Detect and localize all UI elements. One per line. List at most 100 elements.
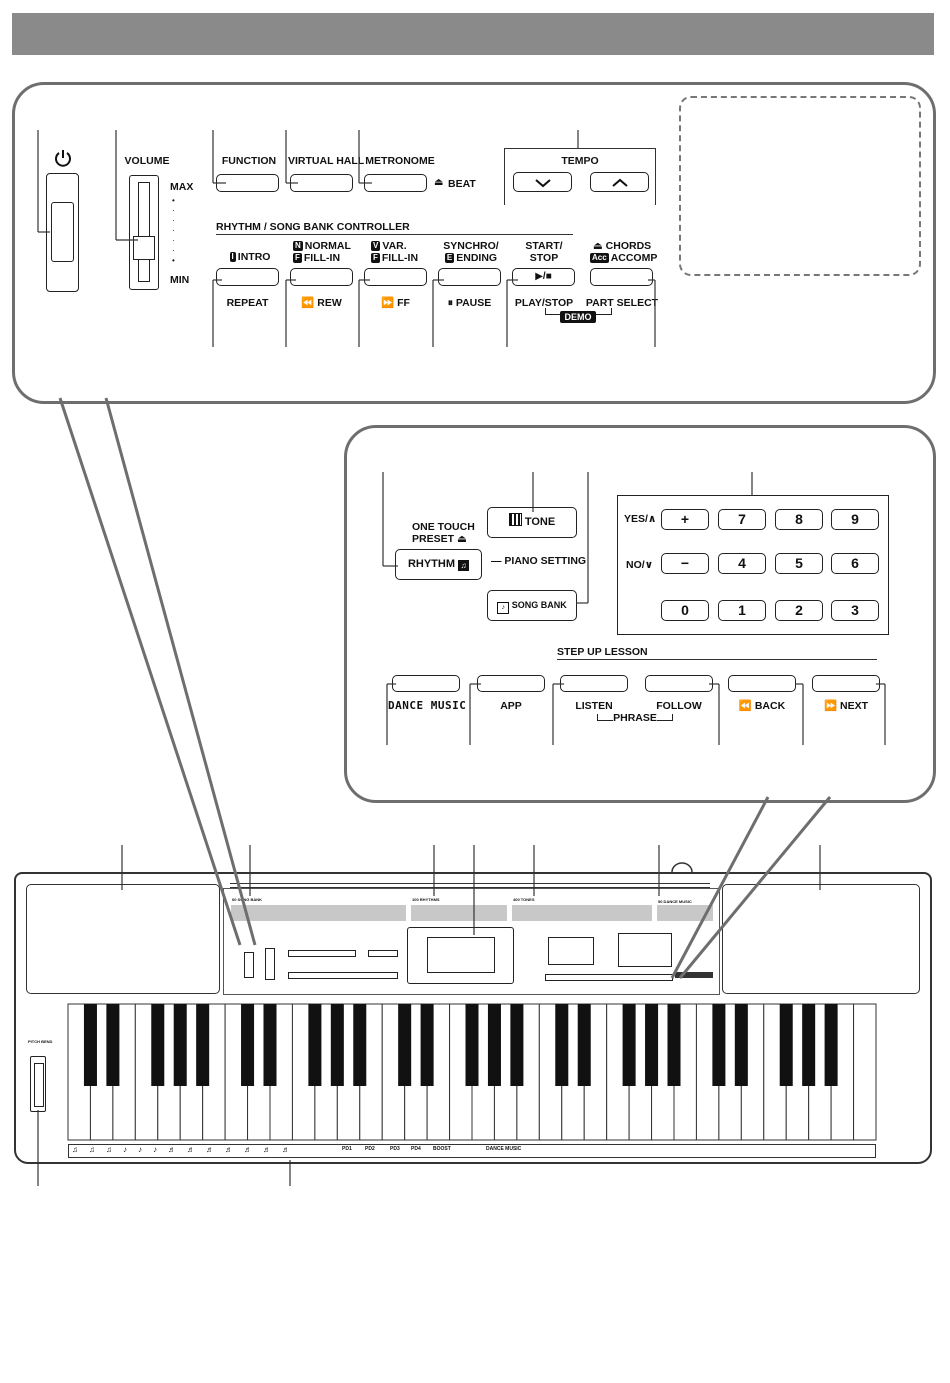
black-key[interactable] — [510, 1004, 524, 1086]
bottom-pd4: PD4 — [411, 1146, 421, 1152]
var-fillin-button[interactable] — [364, 268, 427, 286]
black-key[interactable] — [487, 1004, 501, 1086]
app-label: APP — [500, 700, 522, 712]
black-key[interactable] — [779, 1004, 793, 1086]
keypad-5[interactable]: 5 — [775, 553, 823, 574]
keypad-minus[interactable]: − — [661, 553, 709, 574]
mini-tempo — [368, 950, 398, 957]
black-key[interactable] — [555, 1004, 569, 1086]
song-bank-button[interactable]: ♪ SONG BANK — [487, 590, 577, 621]
keypad-9[interactable]: 9 — [831, 509, 879, 530]
rhythm-button[interactable]: RHYTHM ♫ — [395, 549, 482, 580]
part-select-label: PART SELECT — [585, 297, 659, 309]
black-key[interactable] — [824, 1004, 838, 1086]
black-key[interactable] — [802, 1004, 816, 1086]
ff-text: FF — [397, 297, 410, 309]
accomp-text: ACCOMP — [610, 252, 658, 264]
black-key[interactable] — [465, 1004, 479, 1086]
keypad-4[interactable]: 4 — [718, 553, 766, 574]
black-key[interactable] — [241, 1004, 255, 1086]
metronome-label: METRONOME — [365, 155, 435, 167]
white-key[interactable] — [853, 1003, 877, 1141]
chevron-up-icon — [612, 178, 628, 187]
volume-min-label: MIN — [170, 274, 190, 286]
next-text: NEXT — [839, 700, 868, 712]
dance-strip-label: 50 DANCE MUSIC — [658, 899, 692, 904]
black-key[interactable] — [83, 1004, 97, 1086]
keypad-plus[interactable]: + — [661, 509, 709, 530]
acc-badge: Acc — [590, 253, 609, 263]
black-key[interactable] — [667, 1004, 681, 1086]
follow-label: FOLLOW — [656, 700, 702, 712]
black-key[interactable] — [622, 1004, 636, 1086]
preset-label: PRESET ⏏ — [412, 533, 467, 545]
black-key[interactable] — [734, 1004, 748, 1086]
black-key[interactable] — [398, 1004, 412, 1086]
pause-text: PAUSE — [455, 297, 492, 309]
volume-slider[interactable] — [129, 175, 159, 290]
keypad-2[interactable]: 2 — [775, 600, 823, 621]
var-text: VAR. — [382, 240, 407, 252]
next-label: ⏩ NEXT — [812, 700, 880, 712]
bottom-boost: BOOST — [433, 1146, 451, 1152]
keypad-0[interactable]: 0 — [661, 600, 709, 621]
yes-label: YES/∧ — [624, 513, 657, 525]
synchro-ending-button[interactable] — [438, 268, 501, 286]
accomp-button[interactable] — [590, 268, 653, 286]
black-key[interactable] — [330, 1004, 344, 1086]
dashed-note-box — [679, 96, 921, 276]
keypad-6[interactable]: 6 — [831, 553, 879, 574]
start-stop-button[interactable]: ▶/■ — [512, 268, 575, 286]
fill-badge-2: F — [371, 253, 380, 263]
play-stop-label: PLAY/STOP — [514, 297, 574, 309]
black-key[interactable] — [308, 1004, 322, 1086]
stop-text: STOP — [529, 252, 559, 264]
tempo-down-button[interactable] — [513, 172, 572, 192]
controller-title: RHYTHM / SONG BANK CONTROLLER — [216, 221, 410, 233]
speaker-right — [722, 884, 920, 994]
piano-setting-text: PIANO SETTING — [504, 555, 587, 567]
keypad-8[interactable]: 8 — [775, 509, 823, 530]
dance-music-label: DANCE MUSIC — [388, 699, 467, 712]
black-key[interactable] — [420, 1004, 434, 1086]
normal-fillin-button[interactable] — [290, 268, 353, 286]
play-stop-symbol: ▶/■ — [535, 271, 552, 282]
bottom-pd2: PD2 — [365, 1146, 375, 1152]
black-key[interactable] — [106, 1004, 120, 1086]
keypad-1[interactable]: 1 — [718, 600, 766, 621]
black-key[interactable] — [712, 1004, 726, 1086]
keyboard-body — [14, 872, 932, 1164]
tone-text: TONE — [524, 516, 556, 528]
back-label: ⏪ BACK — [728, 700, 796, 712]
chords-hold-icon: ⏏ — [592, 240, 603, 252]
black-key[interactable] — [196, 1004, 210, 1086]
black-key[interactable] — [353, 1004, 367, 1086]
mini-power — [244, 952, 254, 978]
volume-scale-dots: •·····• — [172, 196, 175, 265]
black-key[interactable] — [263, 1004, 277, 1086]
mini-keypad — [618, 933, 672, 967]
black-key[interactable] — [173, 1004, 187, 1086]
tone-button[interactable]: TONE — [487, 507, 577, 538]
black-key[interactable] — [645, 1004, 659, 1086]
ending-badge: E — [444, 253, 455, 263]
keypad-7[interactable]: 7 — [718, 509, 766, 530]
bottom-icons: ♫♫♫♪♪♪♬♬♬♬♬♬♬ — [72, 1145, 301, 1154]
pitch-bend-wheel[interactable] — [30, 1056, 46, 1112]
power-switch[interactable] — [46, 173, 79, 292]
header-bar — [12, 13, 934, 55]
intro-button[interactable] — [216, 268, 279, 286]
black-key[interactable] — [151, 1004, 165, 1086]
tempo-up-button[interactable] — [590, 172, 649, 192]
black-key[interactable] — [577, 1004, 591, 1086]
rhythm-dance-icon: ♫ — [458, 560, 470, 571]
intro-text: INTRO — [237, 251, 271, 263]
fast-forward-icon: ⏩ — [381, 297, 395, 309]
keypad-3[interactable]: 3 — [831, 600, 879, 621]
repeat-label: REPEAT — [226, 297, 269, 309]
song-bank-strip — [231, 905, 406, 921]
